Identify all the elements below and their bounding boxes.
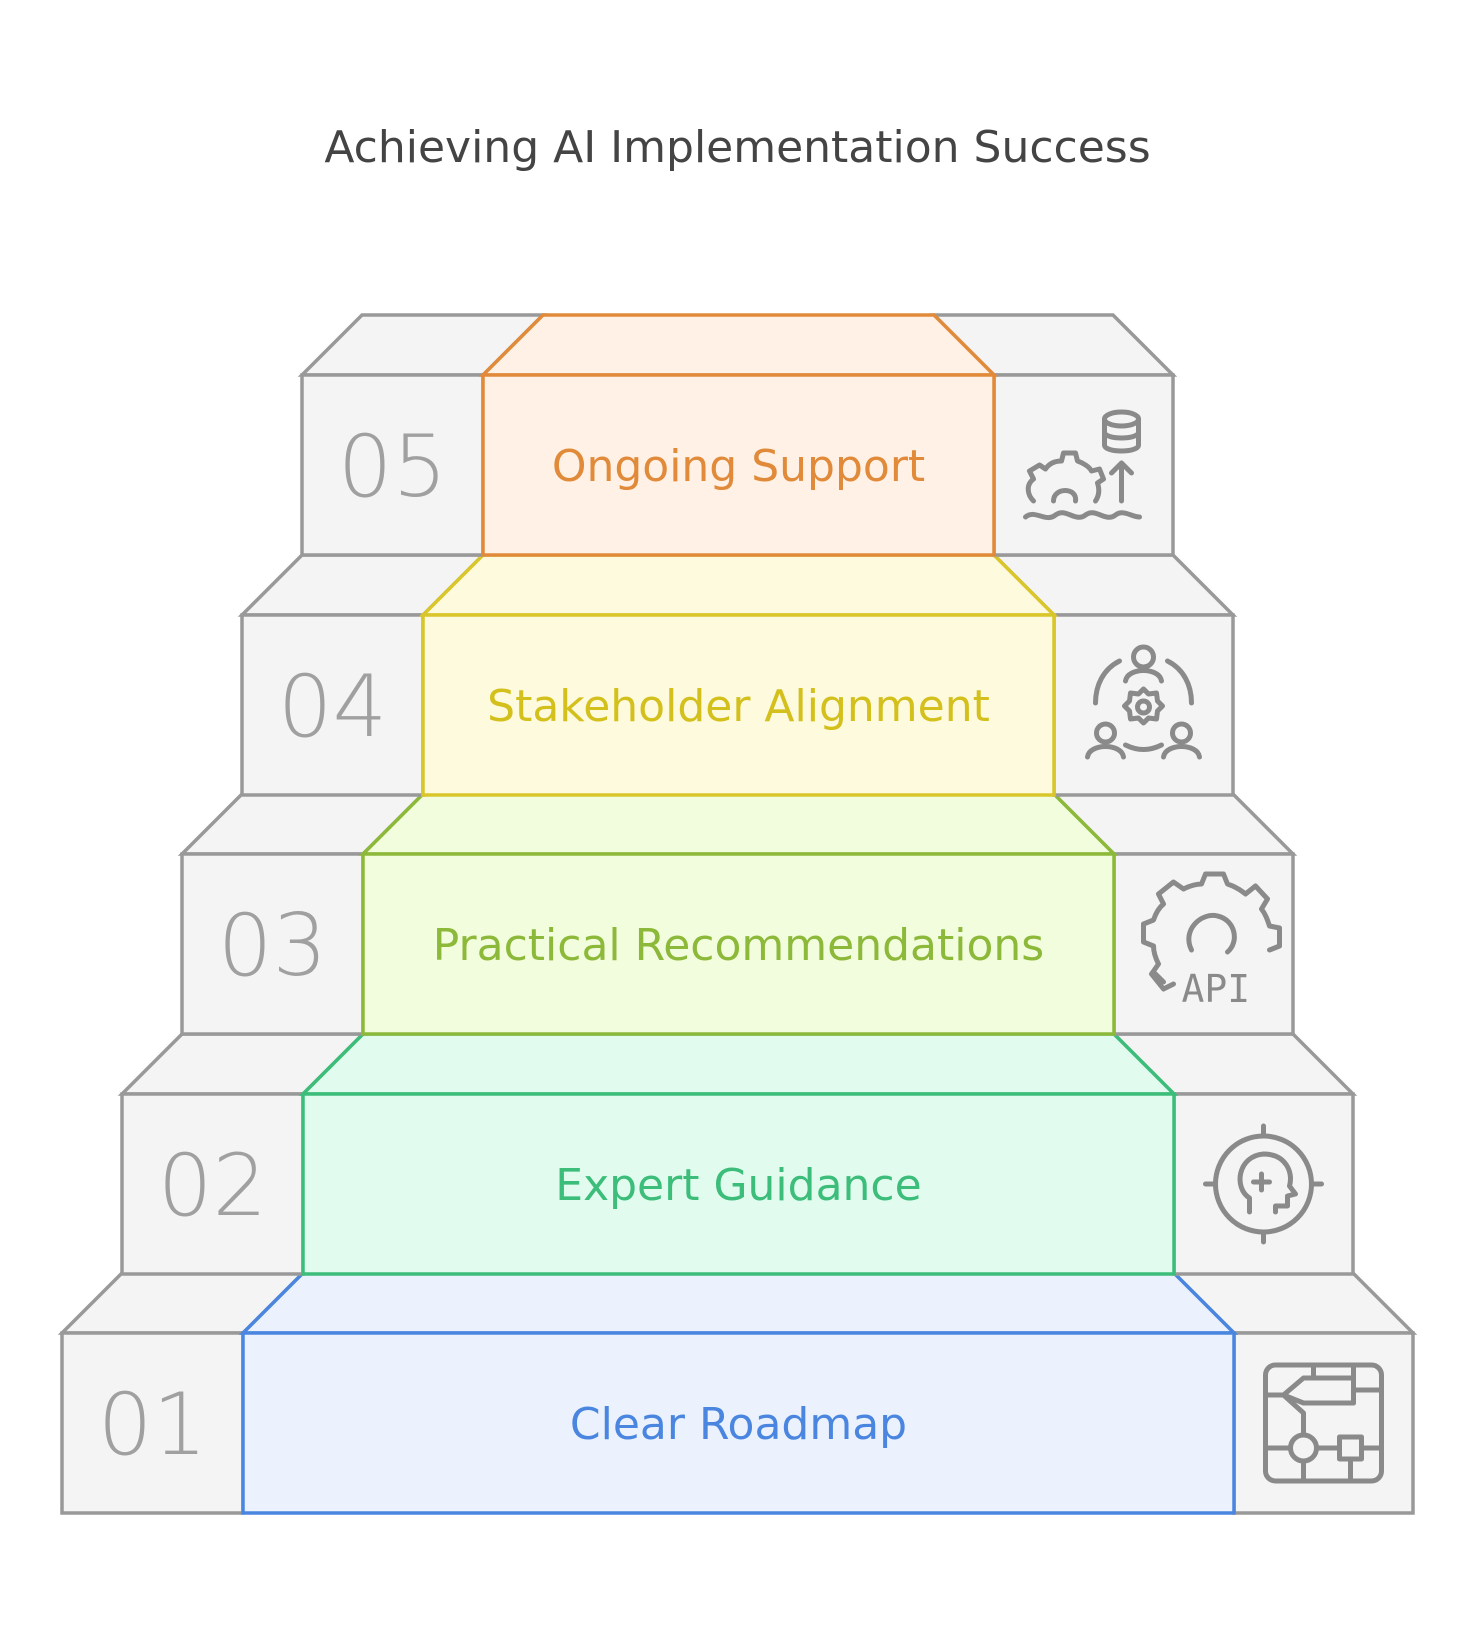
- step-colored-top-surface: [418, 553, 1059, 617]
- step-label: Practical Recommendations: [433, 920, 1044, 971]
- step-label: Clear Roadmap: [570, 1399, 907, 1450]
- step-number-block: [240, 613, 425, 797]
- step-number-block: [120, 1092, 305, 1276]
- step-colored-front: [301, 1092, 1176, 1276]
- step-number: 04: [278, 657, 387, 757]
- step-02: 02 Expert Guidance: [117, 1032, 1358, 1276]
- roadmap-flowchart-icon: [1263, 1362, 1384, 1484]
- step-05: 05 Ongoing Support: [297, 313, 1178, 557]
- step-colored-top-surface: [298, 1032, 1179, 1096]
- api-gear-icon: API: [1141, 871, 1282, 1011]
- step-number-block: [300, 373, 485, 557]
- step-label: Ongoing Support: [552, 441, 925, 492]
- step-colored-top-surface: [358, 792, 1119, 856]
- api-icon-text: API: [1182, 967, 1251, 1011]
- step-icon-block: [1052, 613, 1235, 797]
- step-colored-front: [241, 1331, 1236, 1515]
- step-colored-top-surface: [238, 1271, 1239, 1335]
- step-number: 02: [158, 1136, 267, 1236]
- people-gear-icon: [1085, 644, 1202, 760]
- step-04: 04 Stakeholder Alignment: [237, 553, 1238, 797]
- target-head-icon: [1203, 1123, 1324, 1245]
- step-number: 01: [98, 1375, 207, 1475]
- step-number-block: [60, 1331, 245, 1515]
- gear-database-wave-icon: [1023, 409, 1142, 521]
- step-number: 05: [338, 417, 447, 517]
- step-01: 01 Clear Roadmap: [57, 1271, 1418, 1515]
- step-number: 03: [218, 896, 327, 996]
- step-colored-top-surface: [478, 313, 999, 377]
- diagram-title: Achieving AI Implementation Success: [324, 122, 1151, 173]
- step-colored-front: [421, 613, 1056, 797]
- step-label: Stakeholder Alignment: [487, 681, 990, 732]
- step-colored-front: [481, 373, 996, 557]
- step-label: Expert Guidance: [555, 1160, 921, 1211]
- step-icon-block: [1232, 1331, 1415, 1515]
- step-number-block: [180, 852, 365, 1036]
- step-colored-front: [361, 852, 1116, 1036]
